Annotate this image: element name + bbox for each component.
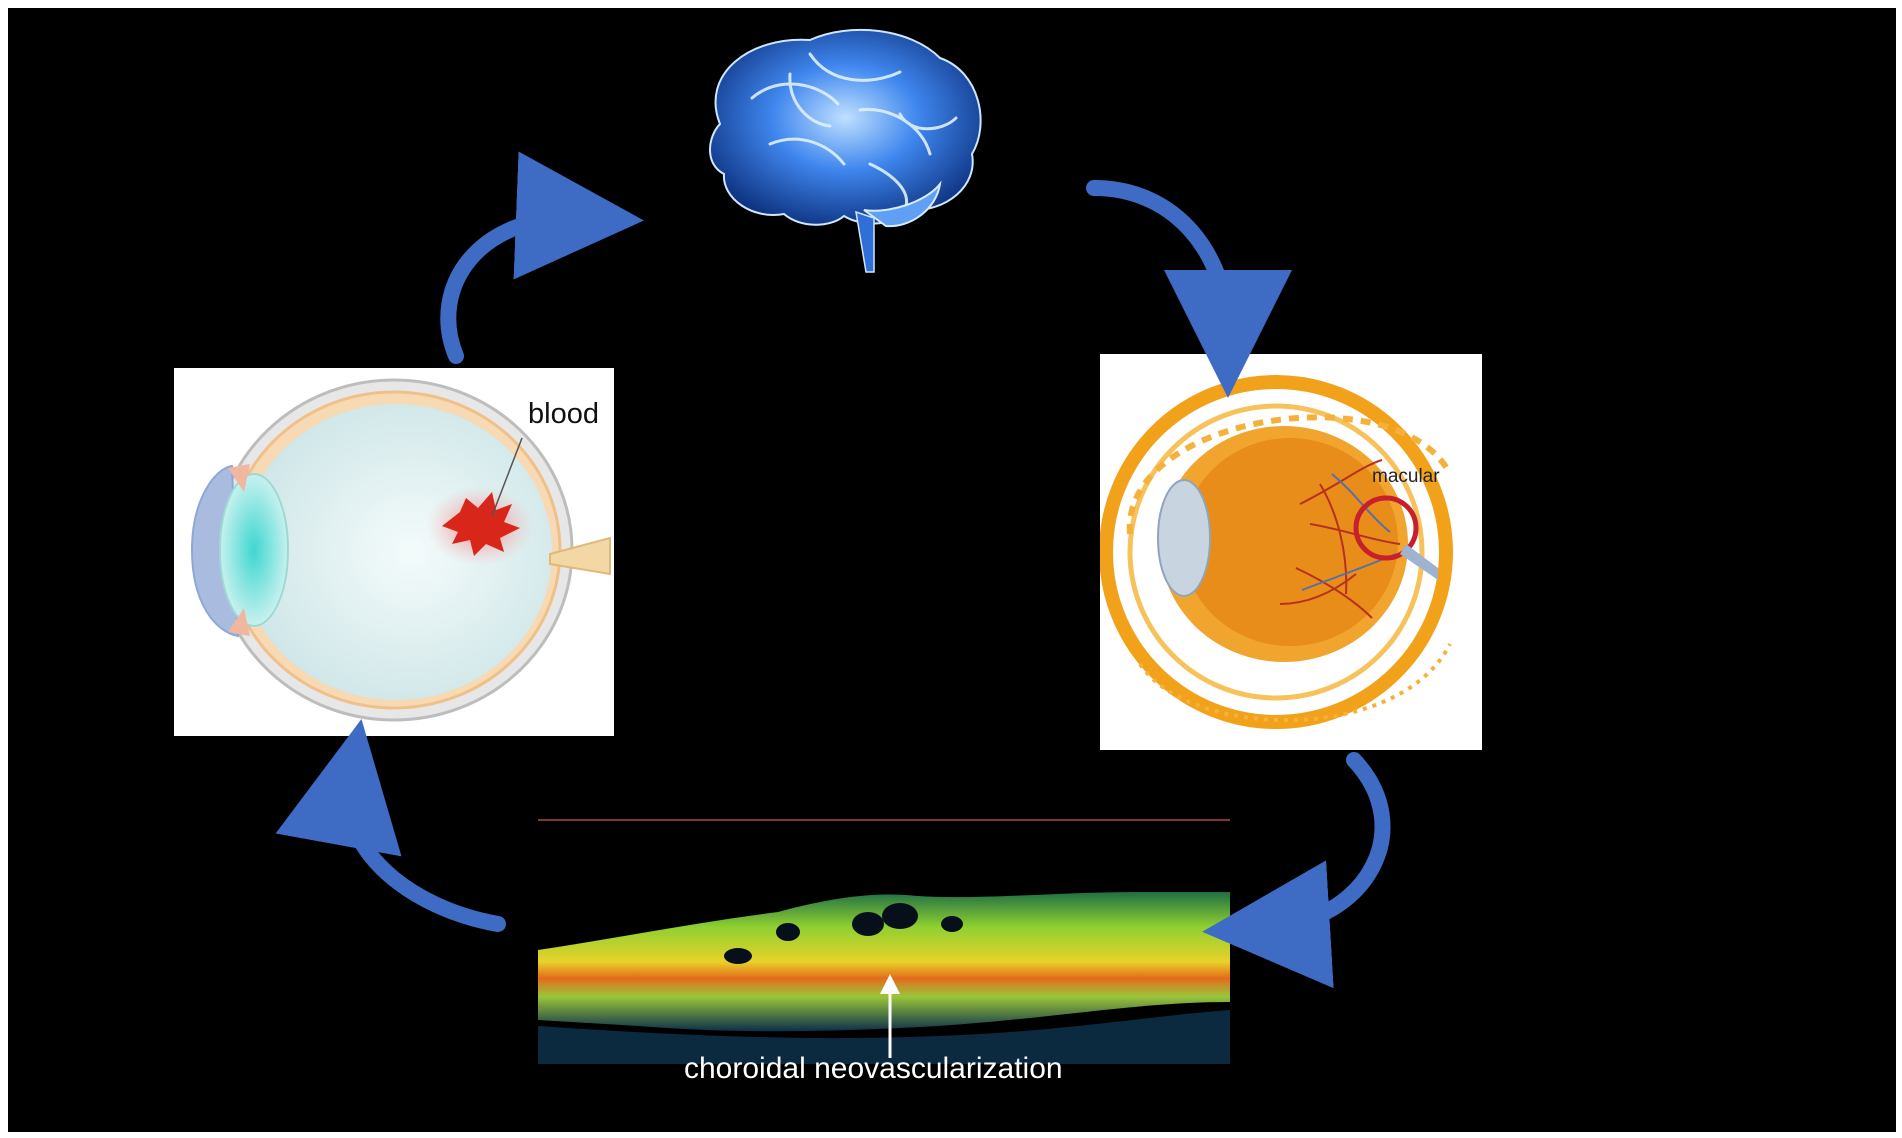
arrow-oct-to-left-eye [275,719,506,932]
brain-image [660,14,1016,320]
figure-canvas: blood macular [8,8,1896,1132]
eye-cross-section-icon [190,378,611,722]
left-eye-panel: blood [174,368,614,736]
macular-label: macular [1372,466,1440,487]
cycle-arrows [275,151,1391,989]
oct-scan-panel [538,812,1230,1064]
oct-scan-image [538,819,1230,1064]
arrow-right-eye-to-oct [1202,752,1391,989]
blood-label: blood [528,398,599,430]
cnv-label: choroidal neovascularization [684,1052,1063,1085]
brain-icon [709,28,982,273]
arrow-left-eye-to-brain [440,151,644,364]
arrow-brain-to-right-eye [1086,180,1292,398]
